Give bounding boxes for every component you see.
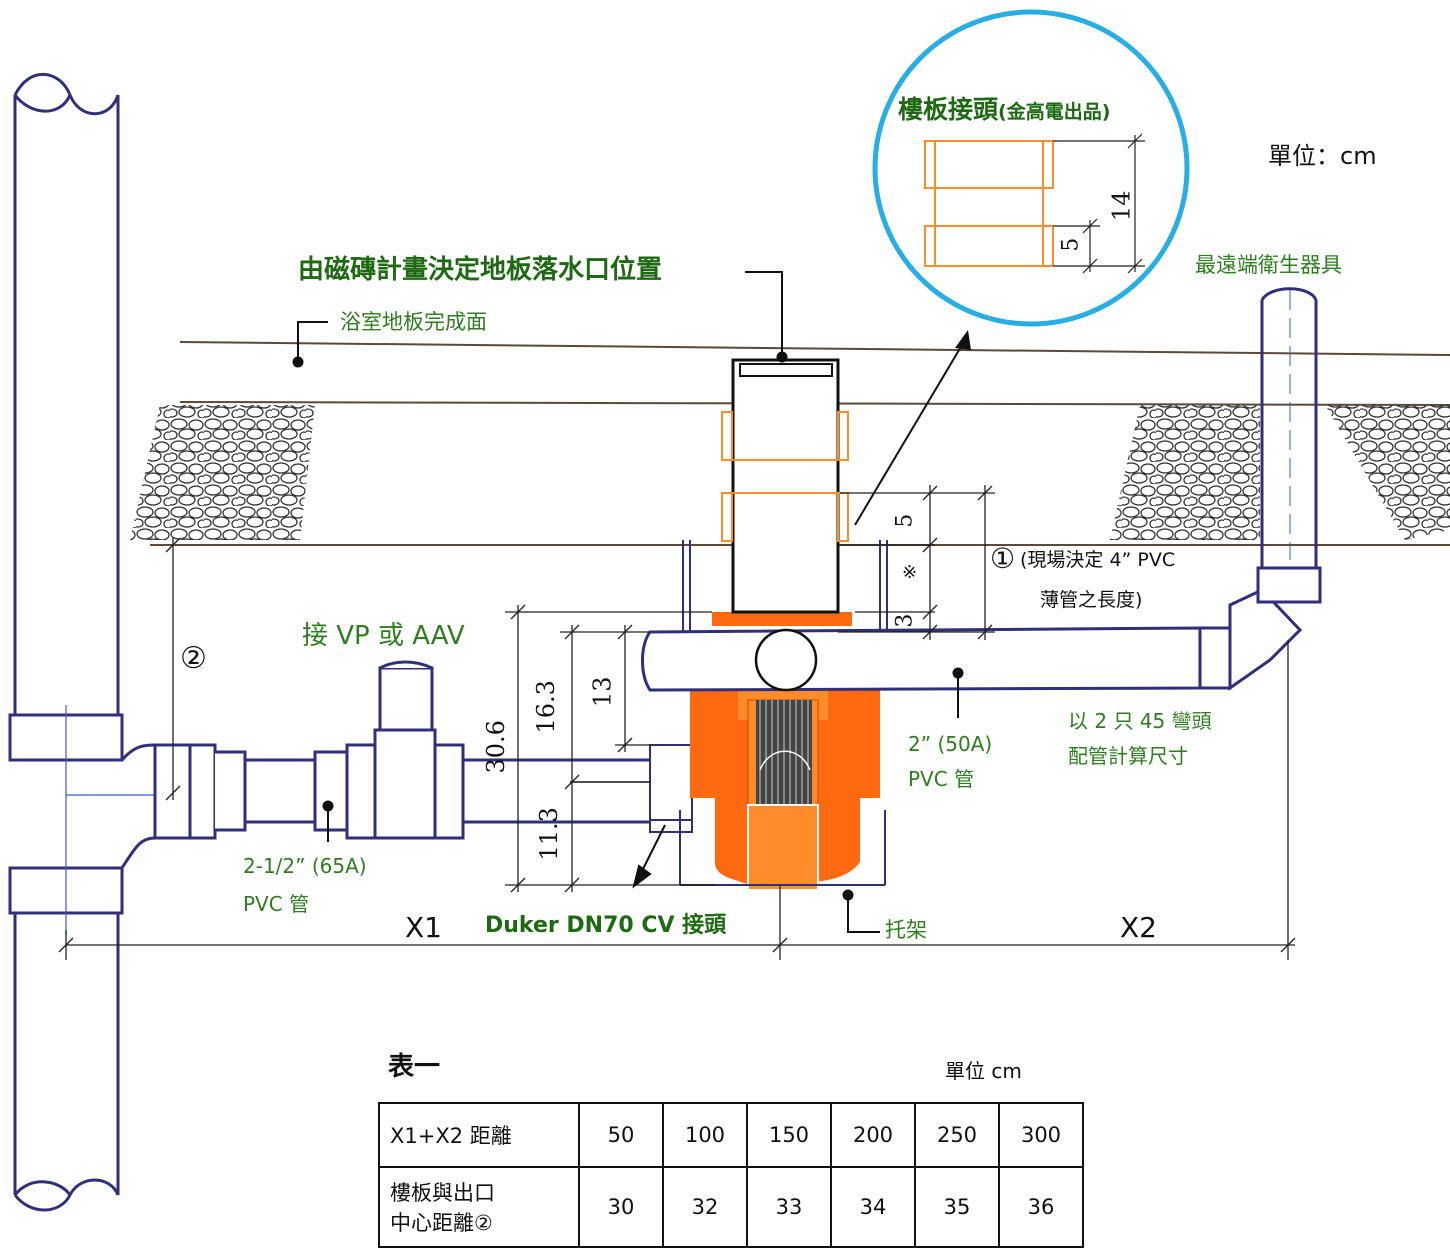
circle-1-marker: ① xyxy=(990,542,1016,575)
pipe-50a-label-line2: PVC 管 xyxy=(908,767,975,791)
row1-cell: 300 xyxy=(998,1102,1084,1168)
dim-variable: ※ xyxy=(902,562,918,583)
vertical-stack-pipe xyxy=(8,72,215,1212)
dim-13: 13 xyxy=(588,676,617,708)
gravel-right xyxy=(1110,405,1260,540)
dim-5: 5 xyxy=(892,513,918,528)
x2-label: X2 xyxy=(1120,911,1157,944)
riser-pipe xyxy=(682,358,888,635)
row1-cell: 250 xyxy=(914,1102,1000,1168)
row1-cell: 150 xyxy=(746,1102,832,1168)
circle-1-note-line1: (現場決定 4” PVC xyxy=(1020,549,1176,571)
dim-16-3: 16.3 xyxy=(531,680,560,734)
table-unit: 單位 cm xyxy=(945,1059,1022,1083)
row1-cell: 50 xyxy=(578,1102,664,1168)
slab-joint-maker: (金高電出品) xyxy=(998,101,1111,123)
slab-joint-callout xyxy=(854,9,1190,526)
pipe-50a xyxy=(641,287,1322,692)
pipe-65a-label-line1: 2-1/2” (65A) xyxy=(243,854,367,878)
dimension-lines xyxy=(58,485,1296,960)
dim-11-3: 11.3 xyxy=(534,807,563,861)
floor-drain-body xyxy=(679,612,886,891)
row2-cell: 30 xyxy=(578,1166,664,1248)
elbow-note-line1: 以 2 只 45 彎頭 xyxy=(1068,709,1212,733)
gravel-left xyxy=(130,405,315,540)
slab-joint-title: 樓板接頭(金高電出品) xyxy=(898,95,1111,125)
row2-header-line1: 樓板與出口 xyxy=(390,1181,495,1205)
row2-cell: 32 xyxy=(662,1166,748,1248)
dim-3: 3 xyxy=(892,613,918,628)
row1-cell: 200 xyxy=(830,1102,916,1168)
duker-connector xyxy=(570,744,693,833)
row2-cell: 35 xyxy=(914,1166,1000,1248)
row1-cell: 100 xyxy=(662,1102,748,1168)
row1-header: X1+X2 距離 xyxy=(378,1102,580,1168)
floor-layers xyxy=(130,341,1450,546)
table-title: 表一 xyxy=(388,1052,441,1082)
pipe-65a-label-line2: PVC 管 xyxy=(243,892,310,916)
row2-cell: 34 xyxy=(830,1166,916,1248)
floor-finish-label: 浴室地板完成面 xyxy=(340,310,487,334)
row2-cell: 36 xyxy=(998,1166,1084,1248)
pipe-50a-label-line1: 2” (50A) xyxy=(908,732,993,756)
duker-label: Duker DN70 CV 接頭 xyxy=(485,913,727,938)
connect-vp-label: 接 VP 或 AAV xyxy=(302,621,465,651)
x1-label: X1 xyxy=(405,911,442,944)
gravel-far-right xyxy=(1325,405,1450,540)
elbow-note-line2: 配管計算尺寸 xyxy=(1068,744,1188,768)
circle-2-marker: ② xyxy=(180,641,207,676)
callout-dim-14: 14 xyxy=(1107,190,1136,222)
row2-header-line2: 中心距離② xyxy=(390,1211,493,1235)
drain-position-label: 由磁磚計畫決定地板落水口位置 xyxy=(298,255,663,285)
table-row: 樓板與出口 中心距離② 30 32 33 34 35 36 xyxy=(378,1166,1084,1248)
slab-joint-name: 樓板接頭 xyxy=(898,95,999,124)
row2-header: 樓板與出口 中心距離② xyxy=(378,1166,580,1248)
branch-pipe-65a xyxy=(153,660,650,840)
distance-table: X1+X2 距離 50 100 150 200 250 300 樓板與出口 中心… xyxy=(378,1102,1084,1248)
farthest-fixture-label: 最遠端衛生器具 xyxy=(1195,253,1342,277)
callout-dim-5: 5 xyxy=(1058,237,1084,252)
leader-lines xyxy=(292,271,964,933)
table-row: X1+X2 距離 50 100 150 200 250 300 xyxy=(378,1102,1084,1168)
circle-1-note-line2: 薄管之長度) xyxy=(1040,589,1143,611)
dim-30-6: 30.6 xyxy=(481,720,510,774)
row2-cell: 33 xyxy=(746,1166,832,1248)
unit-label: 單位：cm xyxy=(1268,142,1377,170)
bracket-label: 托架 xyxy=(885,918,927,942)
